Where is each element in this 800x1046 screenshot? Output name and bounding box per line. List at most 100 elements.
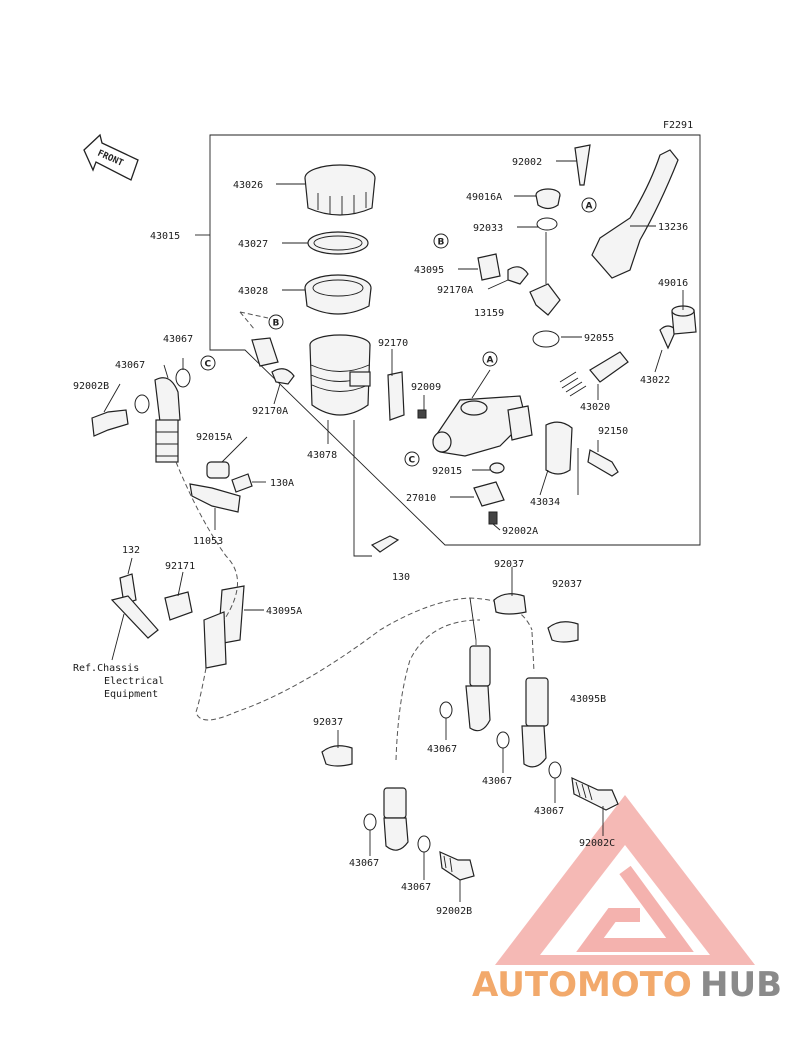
part-label: 92033 [473,223,503,234]
ref-note-line: Equipment [104,689,158,700]
bolt-92002c [571,777,619,811]
clamp-92037-a [493,593,527,615]
part-label: 92037 [313,717,343,728]
part-label: 92037 [552,579,582,590]
ref-circle-a-upper: A [581,197,597,213]
washer-43067-left-b [134,394,150,414]
hose-43095-right [477,253,501,281]
piston-assembly-43020 [559,351,629,397]
part-label: 92009 [411,382,441,393]
part-label: 92171 [165,561,195,572]
clamp-92171 [164,591,193,621]
screw-92009 [417,409,427,419]
bracket-11053 [189,483,241,513]
lever-13236 [591,149,679,279]
part-label: 43067 [482,776,512,787]
clamp-92037-c [321,745,353,767]
watermark-text-hub: HUB [700,965,782,1005]
ref-letter: A [586,202,593,212]
part-label: 92055 [584,333,614,344]
figure-code: F2291 [663,120,693,131]
clamp-92170a-right [507,266,529,285]
part-label: 43028 [238,286,268,297]
hose-fitting-43095b-right [521,677,549,768]
ref-circle-c-middle: C [404,451,420,467]
bolt-130 [370,535,400,553]
part-label: 92002A [502,526,538,537]
bolt-130a [231,473,253,493]
part-label: 92015A [196,432,232,443]
bolt-92150 [587,449,619,477]
part-label: 43015 [150,231,180,242]
part-label: 130A [270,478,294,489]
hose-fitting-43095b-left [465,645,491,732]
oring-92033 [536,217,558,231]
part-label: 43067 [349,858,379,869]
switch-27010 [473,481,505,507]
bushing-49016 [671,305,697,335]
hose-43095-upper-left [239,311,279,367]
part-label: 92170A [252,406,288,417]
watermark-text-automoto: AUTOMOTO [472,965,692,1005]
clamp-92170a-left [271,368,295,385]
part-label: 43095A [266,606,302,617]
ref-letter: B [273,319,280,329]
ref-letter: A [487,356,494,366]
washer-92015 [489,462,505,474]
part-label: 43022 [640,375,670,386]
part-label: 92170A [437,285,473,296]
washer-43067-lower-a [439,701,453,719]
washer-43067-lower-b [496,731,510,749]
washer-43067-lower-d [363,813,377,831]
ref-circle-a-middle: A [482,351,498,367]
part-label: 92002B [73,381,109,392]
part-label: 43027 [238,239,268,250]
part-label: 43067 [534,806,564,817]
part-label: 92037 [494,559,524,570]
part-label: 43026 [233,180,263,191]
rubber-92015a [206,461,230,479]
diaphragm-43028 [304,274,372,315]
part-label: 43067 [427,744,457,755]
part-label: 132 [122,545,140,556]
banjo-fitting-left [154,377,181,463]
ref-circle-b-upper: B [433,233,449,249]
part-label: 49016A [466,192,502,203]
bracket-92170 [387,371,405,421]
part-label: 92170 [378,338,408,349]
diaphragm-plate-43027 [307,231,369,255]
part-label: 92002C [579,838,615,849]
washer-43067-left-a [175,368,191,388]
bushing-49016a [535,188,561,210]
part-label: 43067 [163,334,193,345]
ref-note-line: Electrical [104,676,164,687]
master-cylinder-body [432,395,533,457]
part-label: 92150 [598,426,628,437]
reference-note: Ref.Chassis Electrical Equipment [73,663,164,700]
hose-43095a [203,585,245,669]
part-labels: 43026 43027 43028 43015 43067 43067 9200… [73,157,688,917]
bolt-92002-top [574,144,591,186]
part-label: 13159 [474,308,504,319]
ref-letter: C [409,456,416,466]
assembly-bracket-43015 [209,134,701,546]
part-label: 43095B [570,694,606,705]
leader-lines [103,160,684,902]
fitting-13159 [529,283,561,316]
ref-circle-b-left: B [268,314,284,330]
brake-hose-left-loop [175,461,533,721]
bracket-ref-chassis [110,595,159,639]
part-label: 92002B [436,906,472,917]
reservoir-cap-43026 [304,164,376,216]
seal-92055 [532,330,560,348]
part-label: 43067 [115,360,145,371]
washer-43067-lower-e [417,835,431,853]
ref-circle-c-left: C [200,355,216,371]
holder-43034 [545,421,573,475]
part-label: 43067 [401,882,431,893]
part-label: 92015 [432,466,462,477]
part-label: 13236 [658,222,688,233]
part-label: 92002 [512,157,542,168]
part-label: 130 [392,572,410,583]
